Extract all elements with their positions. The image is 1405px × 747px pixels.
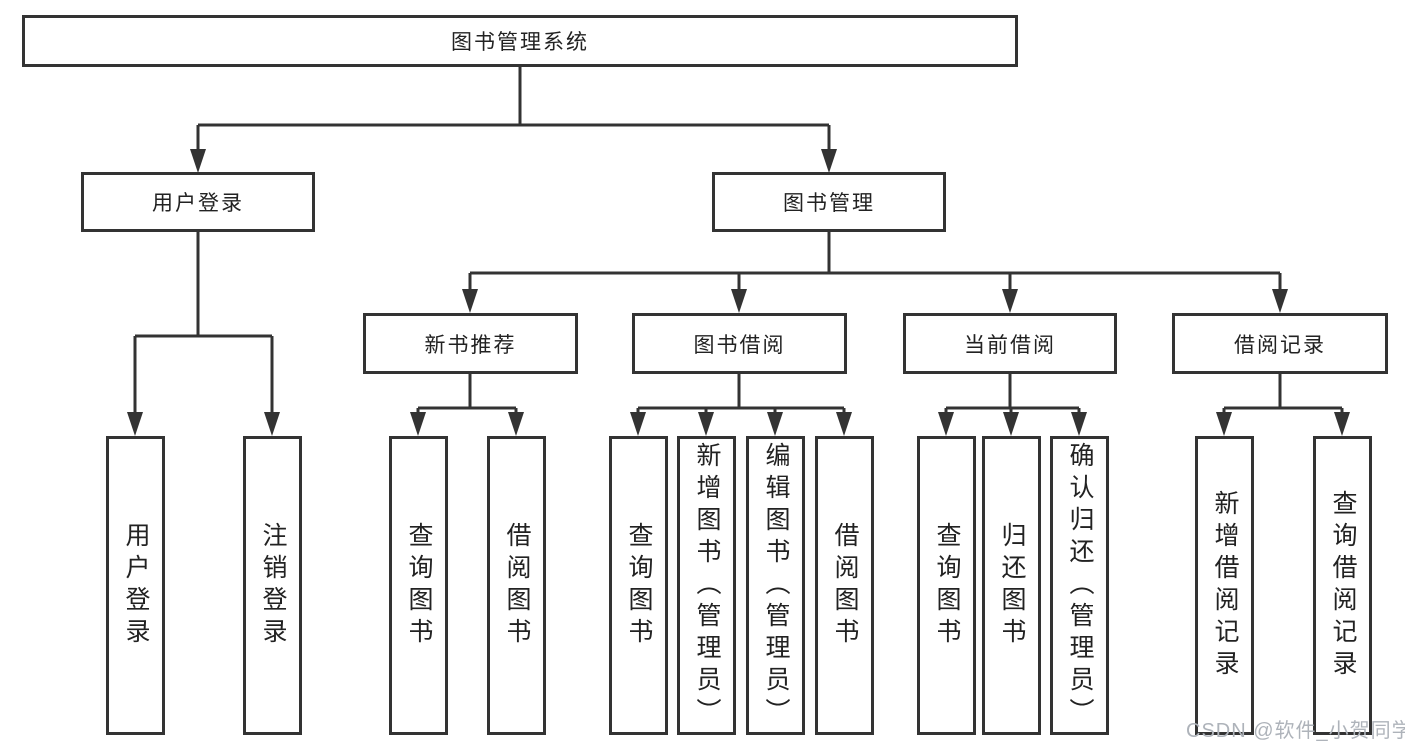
leaf-logout: 注销登录 [243,436,302,735]
arrowhead-icon [731,289,747,313]
leaf-borrow-books-recommend: 借阅图书 [487,436,546,735]
node-user-login: 用户登录 [81,172,315,232]
leaf-borrow-books: 借阅图书 [815,436,874,735]
arrowhead-icon [1071,412,1087,436]
connector-bookmgmt-to-level3 [468,232,1282,294]
arrowhead-icon [462,289,478,313]
arrowhead-icon [767,412,783,436]
connector-current-to-leaves [944,374,1081,418]
node-borrowing-records: 借阅记录 [1172,313,1388,374]
arrowhead-icon [127,412,143,436]
leaf-query-books-recommend: 查询图书 [389,436,448,735]
leaf-add-borrow-record: 新增借阅记录 [1195,436,1254,735]
node-library-management-system: 图书管理系统 [22,15,1018,67]
csdn-watermark: CSDN @软件_小贺同学 [1186,720,1405,742]
node-book-borrowing: 图书借阅 [632,313,847,374]
arrowhead-icon [264,412,280,436]
connector-root-to-level2 [196,67,831,154]
leaf-query-books-borrowing: 查询图书 [609,436,668,735]
arrowhead-icon [508,412,524,436]
leaf-return-book: 归还图书 [982,436,1041,735]
arrowhead-icon [1003,412,1019,436]
arrowhead-icon [836,412,852,436]
arrowhead-icon [1272,289,1288,313]
leaf-user-login: 用户登录 [106,436,165,735]
connector-newrec-to-leaves [416,374,518,418]
node-new-book-recommendation: 新书推荐 [363,313,578,374]
node-book-management: 图书管理 [712,172,946,232]
arrowhead-icon [938,412,954,436]
arrowhead-icon [1002,289,1018,313]
connector-record-to-leaves [1222,374,1344,418]
arrowhead-icon [630,412,646,436]
arrowhead-icon [190,149,206,173]
node-current-borrowing: 当前借阅 [903,313,1117,374]
arrowhead-icon [410,412,426,436]
connector-borrow-to-leaves [636,374,846,418]
arrowhead-icon [1216,412,1232,436]
leaf-confirm-return-admin: 确认归还（管理员） [1050,436,1109,735]
arrowhead-icon [821,149,837,173]
arrowhead-icon [1334,412,1350,436]
leaf-query-books-current: 查询图书 [917,436,976,735]
leaf-edit-book-admin: 编辑图书（管理员） [746,436,805,735]
leaf-add-book-admin: 新增图书（管理员） [677,436,736,735]
leaf-query-borrow-record: 查询借阅记录 [1313,436,1372,735]
arrowhead-icon [698,412,714,436]
connector-userlogin-to-leaves [133,232,274,418]
